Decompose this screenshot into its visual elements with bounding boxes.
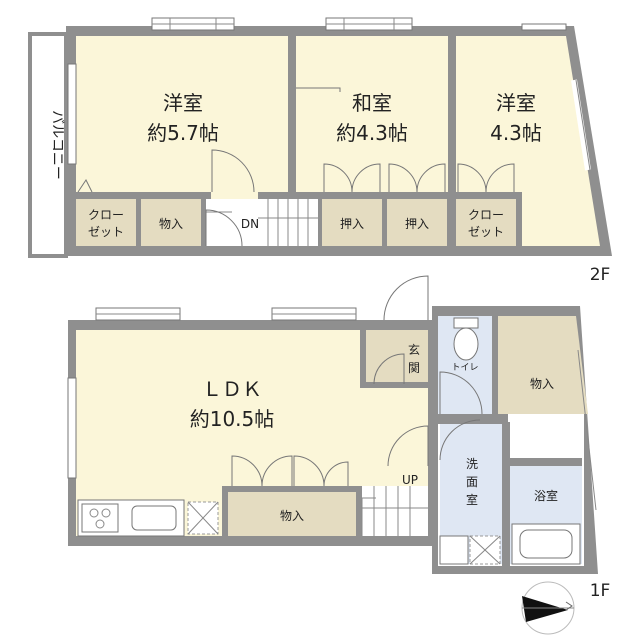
floor-label-2f: 2F [590, 265, 611, 285]
stair-up-label: UP [402, 473, 418, 487]
washbasin [439, 535, 501, 565]
western-room-1-size: 約5.7帖 [147, 121, 219, 145]
bathroom-label: 浴室 [534, 488, 558, 503]
japanese-room-size: 約4.3帖 [336, 121, 408, 145]
ldk-size: 約10.5帖 [190, 407, 275, 431]
oshiire-2-label: 押入 [405, 217, 429, 231]
storage-2f-label: 物入 [159, 217, 183, 231]
balcony-area [28, 32, 68, 258]
washroom-label-line2: 面 [466, 475, 478, 489]
floor-2f: バルコニー 洋室 約5.7帖 和室 約4.3帖 洋室 4.3帖 クロー ゼット … [28, 17, 612, 285]
toilet-label: トイレ [451, 363, 478, 373]
floor-1f: ＬＤＫ 約10.5帖 物入 UP 玄 関 トイレ 物入 洗 面 室 浴室 1F [67, 275, 611, 601]
western-room-1-name: 洋室 [163, 91, 203, 115]
north-compass-icon [521, 581, 575, 635]
oshiire-1-label: 押入 [340, 217, 364, 231]
stair-down-label: DN [241, 217, 259, 231]
toilet-fixture [453, 317, 479, 361]
entrance-label-line1: 玄 [408, 342, 420, 357]
japanese-room-name: 和室 [352, 91, 392, 115]
stair-1f [361, 486, 428, 536]
closet-2-label-line2: ゼット [468, 225, 504, 239]
western-room-2-name: 洋室 [496, 91, 536, 115]
floor-label-1f: 1F [590, 581, 611, 601]
ldk-name: ＬＤＫ [202, 377, 262, 401]
storage-right-label: 物入 [530, 377, 554, 391]
window-1f-2 [271, 307, 357, 321]
kitchen-counter [77, 499, 219, 537]
closet-1-label-line2: ゼット [88, 225, 124, 239]
washroom-label-line3: 室 [466, 492, 478, 507]
window-2f-2 [325, 17, 413, 31]
storage-1f-label: 物入 [280, 509, 304, 523]
entrance-label-line2: 関 [408, 361, 420, 375]
closet-1-label-line1: クロー [88, 208, 124, 222]
window-2f-1 [151, 17, 235, 31]
closet-2-label-line1: クロー [468, 208, 504, 222]
bathtub [511, 523, 581, 565]
stair-2f [206, 199, 318, 246]
washroom-label-line1: 洗 [466, 457, 478, 471]
western-room-2-size: 4.3帖 [490, 121, 542, 145]
balcony-label: バルコニー [49, 110, 65, 180]
window-1f-1 [95, 307, 181, 321]
